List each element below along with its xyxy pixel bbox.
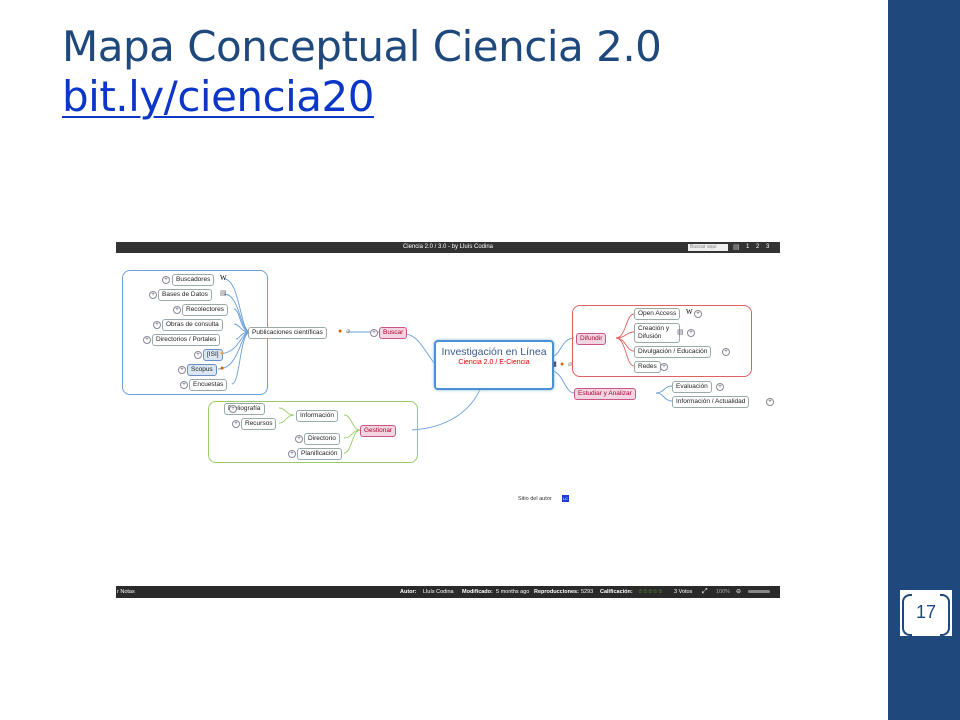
left-bracket-icon — [902, 594, 912, 636]
document-icon: ▤ — [677, 329, 684, 336]
author-site-badge[interactable]: LC — [562, 495, 569, 502]
expand-icon[interactable]: + — [173, 306, 181, 314]
gestionar-group-outline — [208, 401, 418, 463]
node-redes[interactable]: Redes — [634, 361, 661, 373]
modified-label: Modificado: — [462, 589, 493, 595]
node-creacion-difusion[interactable]: Creación y Difusión — [634, 323, 680, 343]
wikipedia-icon: W — [220, 274, 227, 282]
right-bracket-icon — [940, 594, 950, 636]
node-encuestas[interactable]: Encuestas — [189, 379, 228, 391]
central-node-title: Investigación en Línea — [441, 346, 547, 358]
page-link-3[interactable]: 3 — [766, 244, 770, 250]
firefox-icon: ● — [560, 361, 565, 368]
expand-icon[interactable]: + — [232, 420, 240, 428]
plays-value: 5293 — [581, 589, 594, 595]
expand-icon[interactable]: + — [687, 329, 695, 337]
expand-icon[interactable]: + — [180, 381, 188, 389]
expand-icon[interactable]: + — [288, 450, 296, 458]
node-directorio[interactable]: Directorio — [304, 433, 340, 445]
author-label: Autor: — [400, 589, 417, 595]
votes-value: 3 Votos — [674, 589, 693, 595]
node-difundir[interactable]: Difundir — [576, 333, 607, 345]
zoom-out-icon[interactable]: ⊖ — [736, 589, 742, 595]
node-informacion-actualidad[interactable]: Información / Actualidad — [672, 396, 750, 408]
viewer-top-bar: Ciencia 2.0 / 3.0 - by Lluís Codina Busc… — [116, 242, 780, 253]
slide-number-box: 17 — [900, 590, 952, 636]
expand-icon[interactable]: + — [153, 321, 161, 329]
node-gestionar[interactable]: Gestionar — [360, 425, 397, 437]
mindmap-screenshot: Ciencia 2.0 / 3.0 - by Lluís Codina Busc… — [116, 242, 780, 598]
rating-stars[interactable]: ☆☆☆☆☆ — [638, 589, 663, 595]
slide-title-text: Mapa Conceptual Ciencia 2.0 — [62, 22, 662, 71]
rating-label: Calificación: — [600, 589, 633, 595]
node-bases-de-datos[interactable]: Bases de Datos — [158, 289, 212, 301]
central-node-subtitle: Ciencia 2.0 / E-Ciencia — [458, 359, 530, 366]
expand-icon[interactable]: + — [716, 383, 724, 391]
expand-icon[interactable]: + — [162, 276, 170, 284]
slide-link[interactable]: bit.ly/ciencia20 — [62, 72, 374, 121]
expand-icon[interactable]: + — [370, 329, 378, 337]
difundir-group-outline — [572, 305, 752, 377]
node-scopus[interactable]: Scopus — [187, 364, 217, 376]
firefox-icon: ● — [338, 328, 343, 335]
expand-icon[interactable]: + — [149, 291, 157, 299]
link-icon: ● — [220, 350, 225, 357]
zoom-slider[interactable] — [748, 590, 770, 593]
node-estudiar-analizar[interactable]: Estudiar y Analizar — [574, 388, 636, 400]
firefox-icon: ● — [220, 365, 225, 372]
expand-icon[interactable]: + — [766, 398, 774, 406]
node-isi[interactable]: [ISI] — [203, 349, 223, 361]
author-site-label: Sitio del autor — [518, 496, 552, 502]
node-recolectores[interactable]: Recolectores — [182, 304, 228, 316]
author-value: Lluís Codina — [423, 589, 454, 595]
expand-icon[interactable]: + — [178, 366, 186, 374]
node-obras-de-consulta[interactable]: Obras de consulta — [162, 319, 223, 331]
zoom-value: 100% — [716, 589, 731, 595]
page-link-2[interactable]: 2 — [756, 244, 760, 250]
expand-icon[interactable]: + — [295, 435, 303, 443]
expand-icon[interactable]: + — [143, 336, 151, 344]
node-informacion[interactable]: Información — [296, 410, 338, 422]
node-divulgacion-educacion[interactable]: Divulgación / Educación — [634, 346, 712, 358]
node-evaluacion[interactable]: Evaluación — [672, 381, 712, 393]
expand-icon[interactable]: + — [694, 310, 702, 318]
expand-icon[interactable]: + — [660, 363, 668, 371]
fullscreen-icon[interactable]: ⤢ — [702, 588, 708, 595]
paperclip-icon: ⌀ — [568, 361, 573, 368]
node-buscar[interactable]: Buscar — [379, 327, 408, 339]
node-buscadores[interactable]: Buscadores — [172, 274, 215, 286]
mindmap-connectors — [217, 278, 673, 454]
plays-label: Reproducciones: — [534, 589, 579, 595]
viewer-title: Ciencia 2.0 / 3.0 - by Lluís Codina — [402, 244, 494, 250]
modified-value: 5 months ago — [496, 589, 530, 595]
print-icon[interactable]: ▤ — [733, 244, 740, 251]
paperclip-icon: ⌀ — [346, 328, 351, 335]
node-planificacion[interactable]: Planificación — [297, 448, 342, 460]
slide-title: Mapa Conceptual Ciencia 2.0 bit.ly/cienc… — [62, 22, 862, 122]
node-recursos[interactable]: Recursos — [241, 418, 277, 430]
notes-button[interactable]: r Notas — [117, 589, 135, 595]
slide-number: 17 — [915, 602, 937, 622]
wikipedia-icon: W — [686, 308, 693, 316]
expand-icon[interactable]: + — [194, 351, 202, 359]
expand-icon[interactable]: + — [722, 348, 730, 356]
document-icon: ▤ — [220, 290, 227, 297]
central-node[interactable]: Investigación en Línea Ciencia 2.0 / E-C… — [434, 340, 554, 390]
node-open-access[interactable]: Open Access — [634, 308, 681, 320]
expand-icon[interactable]: + — [229, 405, 237, 413]
node-publicaciones[interactable]: Publicaciones científicas — [248, 327, 327, 339]
attachment-icon: ▮ — [553, 361, 557, 368]
viewer-bottom-bar: r Notas Autor: Lluís Codina Modificado: … — [116, 586, 780, 598]
node-directorios-portales[interactable]: Directorios / Portales — [152, 334, 221, 346]
page-link-1[interactable]: 1 — [746, 244, 750, 250]
viewer-search-input[interactable]: Buscar aquí — [688, 244, 728, 251]
